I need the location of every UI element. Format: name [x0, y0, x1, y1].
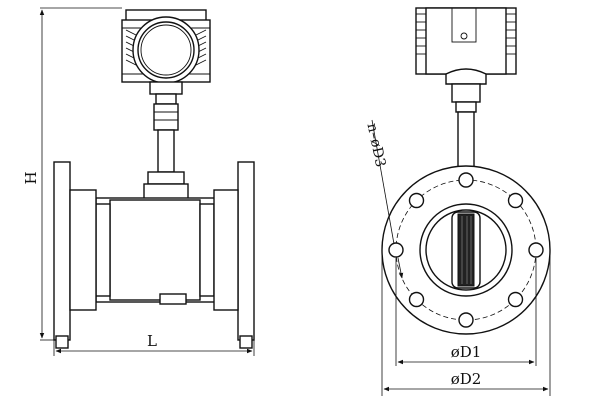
length-label: L — [147, 332, 157, 350]
length-dimension — [53, 340, 255, 356]
bolt-circle-dimension — [395, 258, 537, 366]
height-dimension — [39, 7, 122, 341]
left-flange — [53, 161, 97, 349]
sensor-neck — [143, 103, 189, 201]
meter-body — [95, 197, 241, 305]
bolt-circle-label: øD1 — [451, 343, 482, 361]
side-view: H L — [22, 7, 255, 356]
bolt-hole-leader — [371, 119, 404, 279]
flange-diameter-dimension — [381, 250, 551, 396]
height-label: H — [22, 171, 40, 184]
bolt-holes-label: n–øD3 — [363, 122, 388, 169]
right-flange — [213, 161, 255, 349]
flange-diameter-label: øD2 — [451, 370, 482, 388]
transmitter-side — [415, 7, 517, 177]
transmitter-head — [121, 9, 211, 105]
front-view: n–øD3 øD1 øD2 — [363, 7, 551, 396]
flange-face — [381, 165, 551, 335]
